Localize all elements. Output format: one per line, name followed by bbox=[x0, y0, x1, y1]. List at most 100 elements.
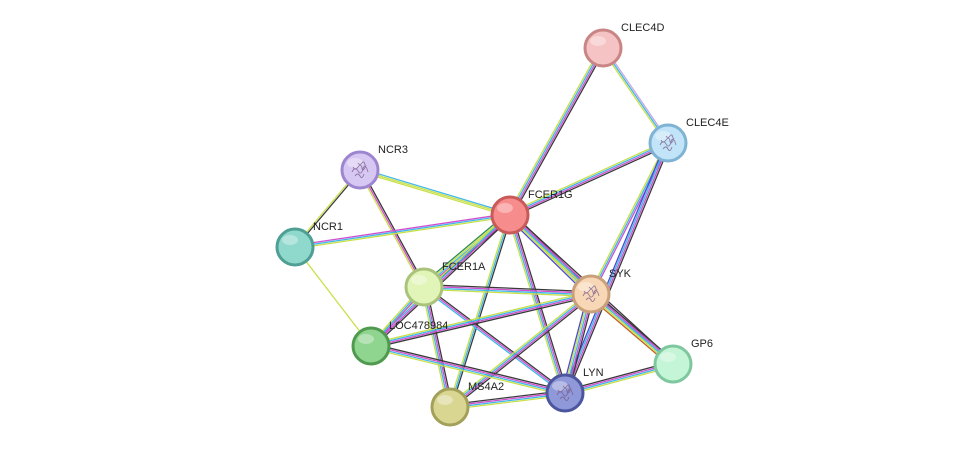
node-highlight bbox=[590, 36, 606, 46]
edge-evidence-line bbox=[423, 288, 591, 298]
edge-evidence-line bbox=[565, 143, 670, 394]
edge-evidence-line bbox=[360, 167, 511, 215]
edge-evidence-line bbox=[424, 286, 452, 407]
edge-evidence-line bbox=[360, 168, 426, 287]
node-circle[interactable] bbox=[571, 274, 611, 314]
edge-evidence-line bbox=[425, 286, 453, 407]
edge-evidence-line bbox=[448, 291, 590, 406]
node-syk[interactable]: SYK bbox=[571, 268, 632, 314]
node-label: FCER1A bbox=[442, 261, 486, 273]
node-loc478984[interactable]: LOC478984 bbox=[351, 320, 448, 366]
node-highlight bbox=[282, 235, 298, 245]
edge-evidence-line bbox=[294, 212, 510, 247]
node-label: NCR1 bbox=[313, 221, 343, 233]
node-highlight bbox=[497, 203, 513, 213]
edge-evidence-line bbox=[507, 46, 602, 215]
edge-evidence-line bbox=[424, 283, 592, 293]
edge-evidence-line bbox=[511, 48, 606, 217]
node-ncr1[interactable]: NCR1 bbox=[275, 221, 343, 267]
edge-NCR3-FCER1G[interactable] bbox=[359, 167, 511, 218]
edge-evidence-line bbox=[424, 285, 567, 393]
node-highlight bbox=[347, 158, 363, 168]
node-circle[interactable] bbox=[653, 344, 693, 384]
node-highlight bbox=[411, 275, 427, 285]
edge-FCER1A-SYK[interactable] bbox=[423, 283, 592, 298]
edge-evidence-line bbox=[370, 291, 591, 345]
edge-layer bbox=[293, 46, 676, 411]
node-highlight bbox=[358, 334, 374, 344]
node-circle[interactable] bbox=[351, 326, 391, 366]
node-circle[interactable] bbox=[275, 227, 315, 267]
node-clec4d[interactable]: CLEC4D bbox=[583, 22, 664, 68]
edge-NCR1-FCER1G[interactable] bbox=[294, 212, 511, 250]
edge-evidence-line bbox=[423, 286, 566, 394]
edge-evidence-line bbox=[370, 292, 591, 346]
edge-evidence-line bbox=[294, 214, 511, 248]
node-circle[interactable] bbox=[545, 373, 585, 413]
edge-SYK-MS4A2[interactable] bbox=[448, 291, 593, 410]
node-highlight bbox=[660, 352, 676, 362]
edge-evidence-line bbox=[563, 142, 668, 393]
node-circle[interactable] bbox=[490, 195, 530, 235]
node-circle[interactable] bbox=[340, 150, 380, 190]
edge-evidence-line bbox=[450, 294, 592, 409]
edge-evidence-line bbox=[588, 141, 668, 294]
node-lyn[interactable]: LYN bbox=[545, 367, 604, 413]
node-highlight bbox=[655, 131, 671, 141]
edge-evidence-line bbox=[295, 215, 511, 250]
node-label: LYN bbox=[583, 367, 604, 379]
edge-NCR1-LOC478984[interactable] bbox=[294, 246, 372, 347]
edge-evidence-line bbox=[447, 214, 510, 407]
edge-evidence-line bbox=[424, 285, 592, 294]
edge-evidence-line bbox=[421, 287, 449, 408]
edge-SYK-LOC478984[interactable] bbox=[370, 291, 592, 349]
node-highlight bbox=[552, 381, 568, 391]
edge-evidence-line bbox=[370, 347, 565, 396]
node-clec4e[interactable]: CLEC4E bbox=[648, 117, 729, 163]
edge-evidence-line bbox=[509, 141, 668, 215]
edge-evidence-line bbox=[422, 287, 450, 408]
node-circle[interactable] bbox=[404, 267, 444, 307]
edge-evidence-line bbox=[359, 169, 425, 288]
node-ncr3[interactable]: NCR3 bbox=[340, 144, 408, 190]
edge-FCER1A-LYN[interactable] bbox=[422, 285, 567, 395]
node-fcer1a[interactable]: FCER1A bbox=[404, 261, 486, 307]
edge-evidence-line bbox=[451, 295, 593, 410]
edge-NCR3-FCER1A[interactable] bbox=[358, 168, 426, 289]
edge-CLEC4D-FCER1G[interactable] bbox=[507, 46, 606, 217]
edge-evidence-line bbox=[508, 140, 668, 214]
edge-evidence-line bbox=[371, 294, 592, 348]
edge-CLEC4E-FCER1G[interactable] bbox=[508, 140, 670, 218]
edge-evidence-line bbox=[422, 287, 565, 395]
node-label: NCR3 bbox=[378, 144, 408, 156]
node-label: SYK bbox=[609, 268, 632, 280]
edge-FCER1G-MS4A2[interactable] bbox=[447, 214, 513, 408]
node-label: CLEC4E bbox=[686, 117, 729, 129]
edge-evidence-line bbox=[510, 144, 670, 218]
edge-evidence-line bbox=[566, 143, 671, 395]
node-circle[interactable] bbox=[430, 387, 470, 427]
node-circle[interactable] bbox=[583, 28, 623, 68]
edge-evidence-line bbox=[359, 169, 511, 216]
edge-evidence-line bbox=[294, 246, 372, 347]
edge-evidence-line bbox=[510, 143, 669, 217]
protein-structure-icon bbox=[582, 285, 600, 303]
edge-FCER1A-MS4A2[interactable] bbox=[421, 286, 453, 408]
protein-structure-icon bbox=[556, 384, 574, 402]
edge-evidence-line bbox=[371, 343, 566, 392]
node-label: FCER1G bbox=[528, 189, 573, 201]
node-label: GP6 bbox=[691, 338, 713, 350]
node-ms4a2[interactable]: MS4A2 bbox=[430, 381, 504, 427]
edge-evidence-line bbox=[359, 170, 510, 218]
node-highlight bbox=[437, 395, 453, 405]
protein-structure-icon bbox=[659, 134, 677, 152]
node-label: CLEC4D bbox=[621, 22, 664, 34]
edge-LOC478984-LYN[interactable] bbox=[370, 343, 566, 396]
node-fcer1g[interactable]: FCER1G bbox=[490, 189, 573, 235]
node-circle[interactable] bbox=[648, 123, 688, 163]
node-gp6[interactable]: GP6 bbox=[653, 338, 713, 384]
edge-evidence-line bbox=[449, 214, 511, 408]
